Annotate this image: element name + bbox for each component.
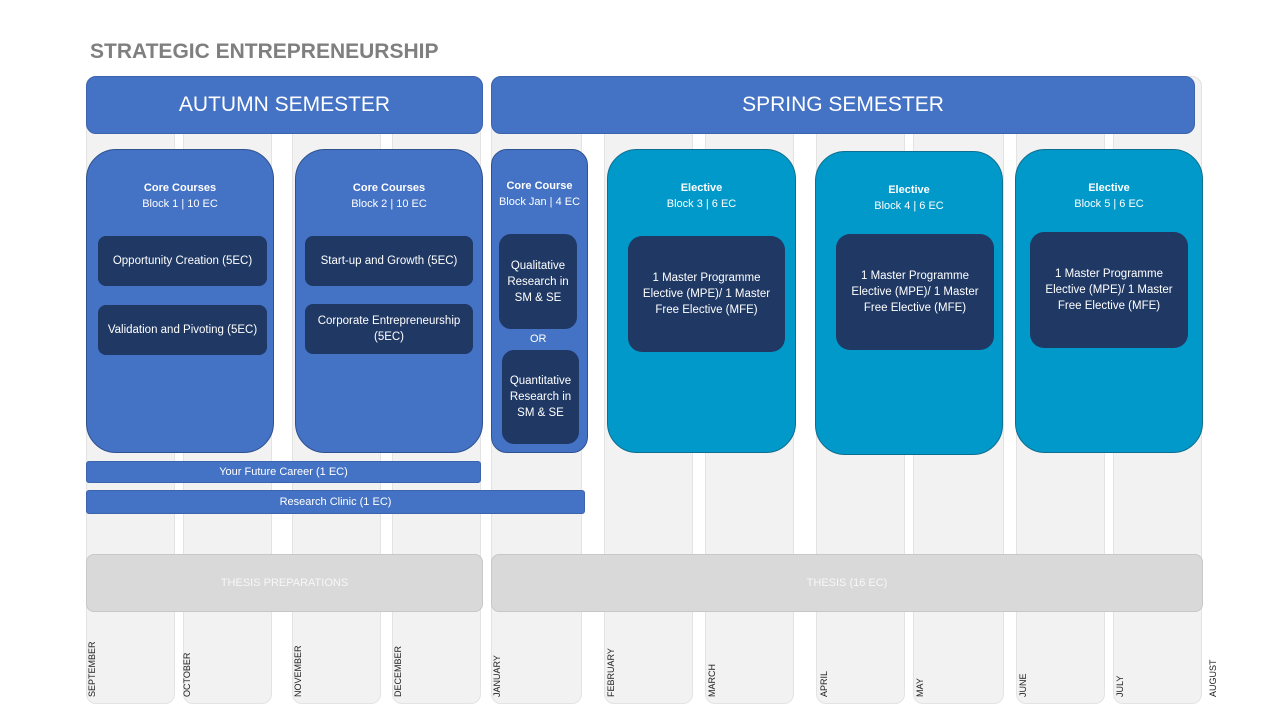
month-label: MARCH bbox=[707, 664, 717, 697]
autumn-semester-header: AUTUMN SEMESTER bbox=[86, 76, 483, 134]
course-elective-block-4: 1 Master Programme Elective (MPE)/ 1 Mas… bbox=[836, 234, 994, 350]
block-heading: Core Courses bbox=[352, 182, 426, 194]
course-validation-pivoting: Validation and Pivoting (5EC) bbox=[98, 305, 267, 355]
month-label: APRIL bbox=[819, 670, 829, 697]
block-subheading: Block 5 | 6 EC bbox=[1074, 198, 1144, 210]
block-heading: Core Courses bbox=[143, 182, 217, 194]
future-career-bar: Your Future Career (1 EC) bbox=[86, 461, 481, 483]
block-subheading: Block 3 | 6 EC bbox=[666, 198, 737, 210]
block-subheading: Block 1 | 10 EC bbox=[142, 198, 218, 210]
month-label: JULY bbox=[1115, 675, 1125, 697]
course-elective-block-5: 1 Master Programme Elective (MPE)/ 1 Mas… bbox=[1030, 232, 1188, 348]
course-startup-growth: Start-up and Growth (5EC) bbox=[305, 236, 473, 286]
research-clinic-bar: Research Clinic (1 EC) bbox=[86, 490, 585, 514]
course-qualitative-research: Qualitative Research in SM & SE bbox=[499, 234, 577, 329]
course-quantitative-research: Quantitative Research in SM & SE bbox=[502, 350, 579, 444]
course-corporate-entrepreneurship: Corporate Entrepreneurship (5EC) bbox=[305, 304, 473, 354]
block-subheading: Block Jan | 4 EC bbox=[498, 196, 581, 208]
month-label: DECEMBER bbox=[393, 645, 403, 697]
block-subheading: Block 4 | 6 EC bbox=[874, 200, 944, 212]
thesis-preparations-block: THESIS PREPARATIONS bbox=[86, 554, 483, 612]
course-opportunity-creation: Opportunity Creation (5EC) bbox=[98, 236, 267, 286]
spring-semester-header: SPRING SEMESTER bbox=[491, 76, 1195, 134]
month-label: JANUARY bbox=[492, 655, 502, 697]
block-1-card: Core Courses Block 1 | 10 EC bbox=[86, 149, 274, 453]
block-heading: Elective bbox=[1088, 182, 1130, 194]
course-elective-block-3: 1 Master Programme Elective (MPE)/ 1 Mas… bbox=[628, 236, 785, 352]
month-label: FEBRUARY bbox=[606, 648, 616, 697]
block-heading: Elective bbox=[888, 184, 930, 196]
thesis-block: THESIS (16 EC) bbox=[491, 554, 1203, 612]
month-label: MAY bbox=[915, 678, 925, 697]
month-label: AUGUST bbox=[1208, 659, 1218, 697]
block-2-card: Core Courses Block 2 | 10 EC bbox=[295, 149, 483, 453]
month-label: JUNE bbox=[1018, 673, 1028, 697]
block-heading: Elective bbox=[680, 182, 723, 194]
month-label: OCTOBER bbox=[182, 652, 192, 697]
block-heading: Core Course bbox=[506, 180, 573, 192]
page-title: STRATEGIC ENTREPRENEURSHIP bbox=[90, 40, 439, 63]
month-label: NOVEMBER bbox=[293, 645, 303, 697]
or-label: OR bbox=[530, 333, 547, 345]
block-subheading: Block 2 | 10 EC bbox=[351, 198, 427, 210]
month-label: SEPTEMBER bbox=[87, 641, 97, 697]
